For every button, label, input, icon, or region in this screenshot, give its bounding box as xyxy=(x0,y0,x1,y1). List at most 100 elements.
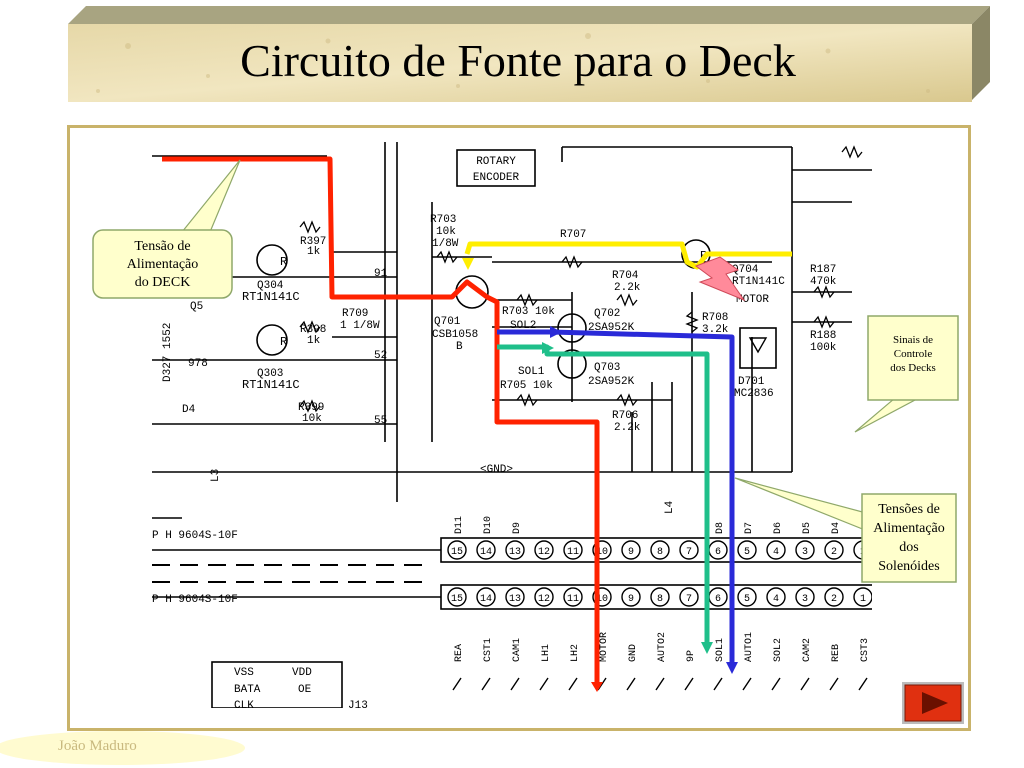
connector-pin-number: 12 xyxy=(538,547,550,558)
q704-label: Q704 xyxy=(732,264,759,276)
net-label: D10 xyxy=(483,516,494,534)
lightning-bolt-icon xyxy=(694,256,746,302)
page-title: Circuito de Fonte para o Deck xyxy=(240,35,796,86)
connector-pin-number: 15 xyxy=(451,594,463,605)
signal-name-label: CAM1 xyxy=(512,638,523,662)
callout-control-signals: Sinais de Controle dos Decks xyxy=(890,334,936,374)
connector-pin xyxy=(737,587,757,607)
q702-label: Q702 xyxy=(594,308,620,320)
signal-name-label: LH1 xyxy=(541,644,552,662)
connector-a-label: P H 9604S-10F xyxy=(152,530,238,542)
connector-pin xyxy=(621,540,641,560)
connector-pin xyxy=(650,540,670,560)
connector-pin-number: 10 xyxy=(596,594,608,605)
connector-pin xyxy=(853,587,872,607)
connector-pin xyxy=(534,587,554,607)
r397-label: R397 xyxy=(300,236,326,248)
connector-pin xyxy=(650,587,670,607)
connector-pin xyxy=(766,587,786,607)
connector-pin-number: 6 xyxy=(715,594,721,605)
r706-value: 2.2k xyxy=(614,422,641,434)
r703-mid-label: R703 10k xyxy=(502,306,555,318)
connector-pin xyxy=(679,540,699,560)
connector-pin-number: 11 xyxy=(567,594,579,605)
r704-value: 2.2k xyxy=(614,282,641,294)
callout-solenoid-power: Tensões de Alimentação dos Solenóides xyxy=(873,502,945,574)
svg-text:R: R xyxy=(280,255,287,269)
signal-name-label: CST3 xyxy=(860,638,871,662)
r708-label: R708 xyxy=(702,312,728,324)
switch-contact xyxy=(684,677,694,691)
switch-contact xyxy=(539,677,549,691)
control-yellow-path xyxy=(464,241,792,270)
connector-pin xyxy=(679,587,699,607)
connector-pin-number: 2 xyxy=(831,594,837,605)
net-label: D11 xyxy=(454,516,465,534)
ic-pin-vdd: VDD xyxy=(292,667,312,679)
connector-pin-number: 9 xyxy=(628,547,634,558)
switch-contact xyxy=(510,677,520,691)
svg-text:R: R xyxy=(280,335,287,349)
gnd-label: <GND> xyxy=(480,464,513,476)
switch-contact xyxy=(568,677,578,691)
connector-pin xyxy=(505,540,525,560)
connector-pin-number: 7 xyxy=(686,547,692,558)
r706-label: R706 xyxy=(612,410,638,422)
r399-label: R399 xyxy=(298,402,324,414)
signal-name-label: REA xyxy=(454,644,465,662)
net-label: D4 xyxy=(831,522,842,534)
net-d4-label: D4 xyxy=(182,404,196,416)
r705-label: R705 10k xyxy=(500,380,553,392)
connector-pin-number: 5 xyxy=(744,594,750,605)
signal-name-label: CST1 xyxy=(483,638,494,662)
connector-pin-number: 4 xyxy=(773,547,779,558)
deck-power-path xyxy=(162,156,600,682)
signal-paths xyxy=(162,156,792,692)
r709-value: 1 1/8W xyxy=(340,320,380,332)
r188-label: R188 xyxy=(810,330,836,342)
connector-pin xyxy=(621,587,641,607)
next-slide-button[interactable] xyxy=(902,682,964,724)
signal-name-label: AUTO2 xyxy=(657,632,668,662)
connector-pin xyxy=(563,587,583,607)
q303-label: Q303 xyxy=(257,368,283,380)
net-label: D9 xyxy=(512,522,523,534)
net-978-label: 978 xyxy=(188,358,208,370)
signal-name-label: MOTOR xyxy=(599,632,610,662)
switch-contact xyxy=(800,677,810,691)
connector-b-label: P H 9604S-10F xyxy=(152,594,238,606)
ic-pin-oe: OE xyxy=(298,684,312,696)
net-52-label: 52 xyxy=(374,350,387,362)
signal-name-label: SOL1 xyxy=(715,638,726,662)
switch-contact xyxy=(626,677,636,691)
r709-label: R709 xyxy=(342,308,368,320)
net-55-label: 55 xyxy=(374,415,387,427)
q5-label: Q5 xyxy=(190,301,203,313)
q701-part: CSB1058 xyxy=(432,329,478,341)
net-label: D6 xyxy=(773,522,784,534)
r398-label: R398 xyxy=(300,324,326,336)
net-91-label: 91 xyxy=(374,268,388,280)
r708-value: 3.2k xyxy=(702,324,729,336)
q303-part: RT1N141C xyxy=(242,378,300,392)
signal-name-label: REB xyxy=(831,644,842,662)
sol1-teal-path xyxy=(497,344,710,642)
connector-pin xyxy=(795,540,815,560)
ic-pin-clk: CLK xyxy=(234,700,254,708)
connector-pin-number: 11 xyxy=(567,547,579,558)
r704-label: R704 xyxy=(612,270,639,282)
signal-name-label: SOL2 xyxy=(773,638,784,662)
d327-label: D327 1552 xyxy=(162,323,174,382)
r398-value: 1k xyxy=(307,335,321,347)
connector-pin xyxy=(766,540,786,560)
callout-deck-power: Tensão de Alimentação do DECK xyxy=(126,239,199,290)
connector-pin xyxy=(737,540,757,560)
r188-value: 100k xyxy=(810,342,837,354)
author-badge xyxy=(0,731,245,765)
sol2-blue-path xyxy=(497,329,735,662)
motor-label: MOTOR xyxy=(736,294,769,306)
rotary-encoder-label-1: ROTARY xyxy=(476,156,516,168)
title-banner xyxy=(68,6,990,102)
connector-pin-number: 14 xyxy=(480,547,492,558)
q703-part: 2SA952K xyxy=(588,376,635,388)
